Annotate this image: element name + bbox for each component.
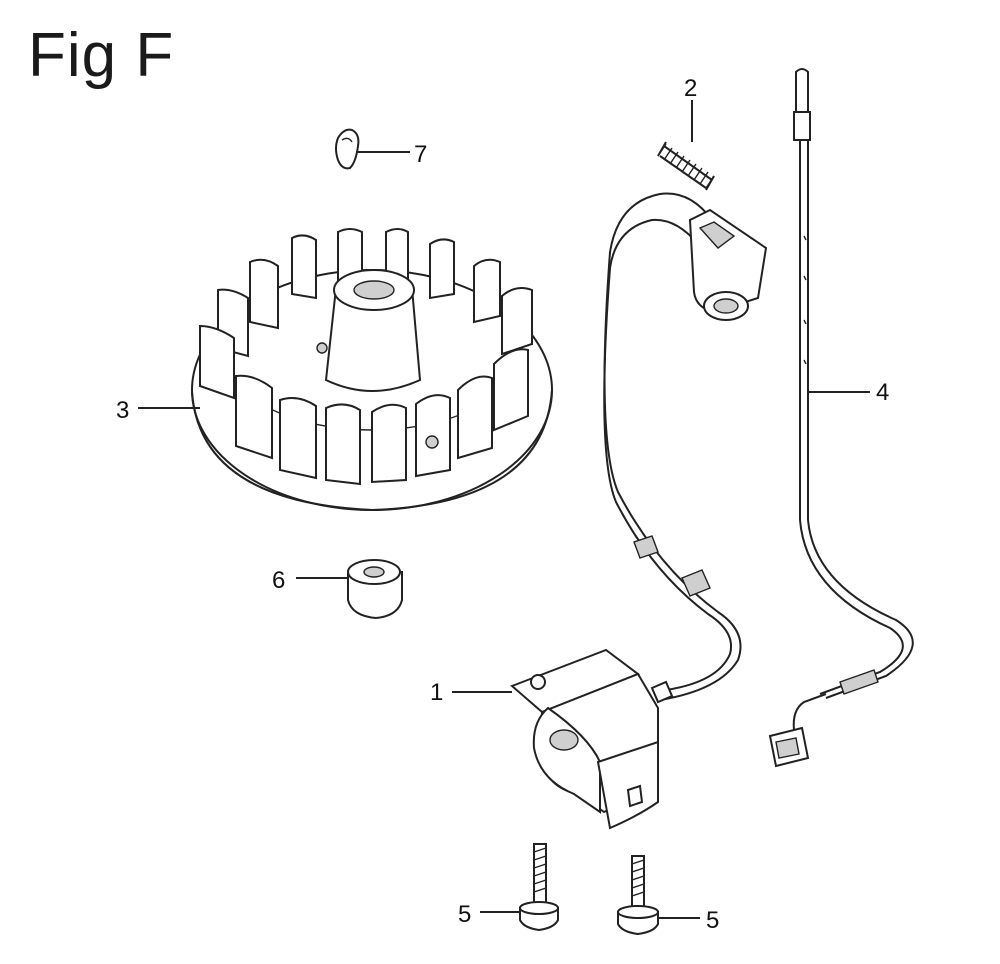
callout-2: 2: [684, 75, 697, 102]
callout-3: 3: [116, 397, 129, 424]
callout-5b: 5: [706, 907, 719, 934]
callout-6: 6: [272, 567, 285, 594]
bolt-icon: [617, 855, 659, 936]
callout-5a: 5: [458, 901, 471, 928]
figure-title: Fig F: [28, 21, 175, 90]
callout-4: 4: [876, 379, 889, 406]
callout-7: 7: [414, 141, 427, 168]
spring-icon: [657, 141, 715, 191]
callout-1: 1: [430, 679, 443, 706]
stop-wire-icon: [768, 68, 914, 768]
ignition-coil-icon: [510, 192, 768, 830]
nut-icon: [347, 559, 403, 620]
flywheel-icon: [191, 228, 553, 512]
bolt-icon: [519, 843, 559, 932]
key-icon: [335, 128, 360, 170]
